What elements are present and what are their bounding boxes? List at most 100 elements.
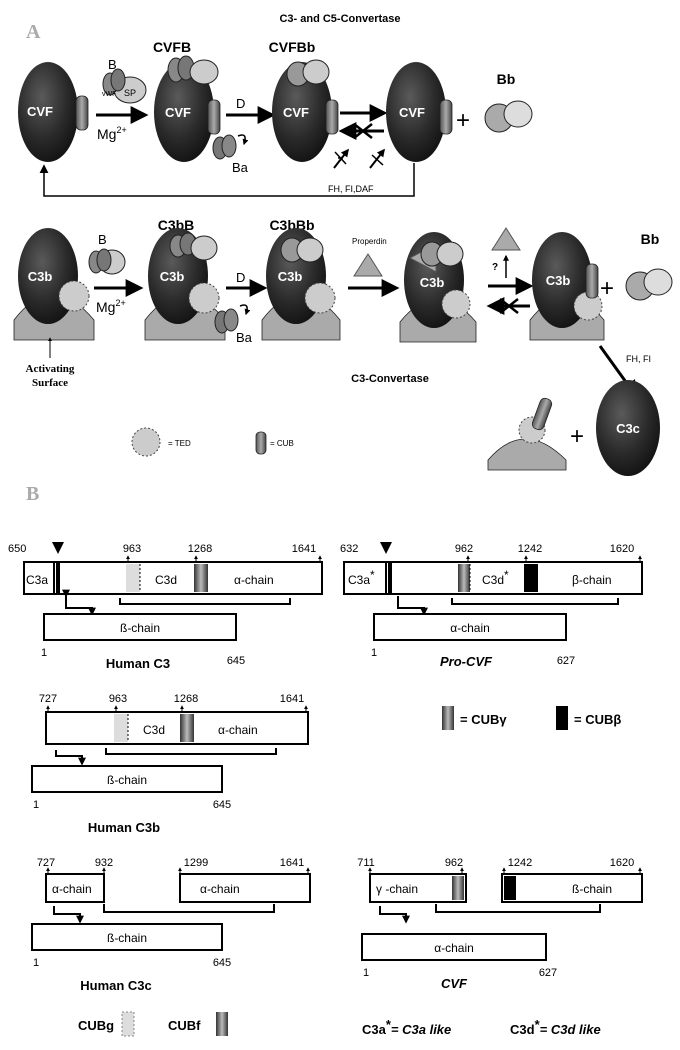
c3bbb-label: C3bBb (269, 217, 314, 233)
c3-convertase-complex: C3b (399, 232, 477, 343)
legend-ted: = TED (131, 427, 191, 457)
hc3-beta-label: ß-chain (120, 621, 160, 635)
cvf-beta-label: ß-chain (572, 882, 612, 896)
c3bb-label: C3bB (158, 217, 195, 233)
cvf-label-4: CVF (399, 105, 425, 120)
cvf-pos-627: 627 (539, 967, 557, 979)
cvfbb-complex: CVF (272, 59, 339, 162)
c3-convertase-label: C3-Convertase (351, 373, 429, 385)
ba-fragment-1: Ba (212, 134, 249, 175)
legend-cubg-label: CUBg (78, 1018, 114, 1033)
mg-label-2: Mg2+ (96, 298, 126, 315)
vwf-label: vWF (102, 91, 116, 98)
pcvf-alpha-label: α-chain (450, 621, 490, 635)
legend-cub-beta-label: = CUBβ (574, 712, 621, 727)
properdin-triangle-2 (491, 227, 521, 251)
hc3c-pos-1: 1 (33, 957, 39, 969)
cvf-gamma-chain-box (369, 873, 467, 903)
hc3c-alpha-box-2 (179, 873, 311, 903)
cvf-pos-1620: 1620 (610, 857, 634, 869)
cvf-label-1: CVF (27, 104, 53, 119)
activating-label: Activating (26, 363, 75, 375)
legend-cub-label: = CUB (270, 439, 294, 448)
pcvf-pos-632: 632 (340, 543, 358, 555)
factor-b-cluster: vWF SP B (102, 57, 147, 104)
block-mark-2 (499, 298, 519, 314)
hc3c-pos-645: 645 (213, 957, 231, 969)
regulators-bottom-label: FH, FI (626, 354, 651, 364)
c3b-molecule-1: C3b (13, 228, 95, 341)
c3b-label-2: C3b (160, 269, 185, 284)
c3b-label-3: C3b (278, 269, 303, 284)
c3c-label: C3c (616, 421, 640, 436)
hc3b-pos-645: 645 (213, 799, 231, 811)
cvfb-complex: CVF (154, 55, 221, 162)
hc3c-name: Human C3c (80, 978, 152, 993)
hc3c-beta-chain-box (31, 923, 223, 951)
plus-bottom: + (600, 275, 614, 302)
hc3b-pos-963: 963 (109, 693, 127, 705)
pcvf-beta-label: β-chain (572, 573, 612, 587)
cvf-beta-chain-box (501, 873, 643, 903)
c3b-label-4: C3b (420, 275, 445, 290)
cvf-label-2: CVF (165, 105, 191, 120)
hc3b-name: Human C3b (88, 820, 160, 835)
hc3b-beta-label: ß-chain (107, 773, 147, 787)
panel-a-letter: A (26, 21, 41, 43)
properdin-label: Properdin (352, 237, 387, 246)
panel-b-letter: B (26, 483, 39, 505)
cvf-pos-1242: 1242 (508, 857, 532, 869)
pcvf-pos-962: 962 (455, 543, 473, 555)
ba-label-1: Ba (232, 160, 249, 175)
pcvf-c3d-label: C3d* (482, 568, 509, 587)
hc3b-alpha-chain-box (45, 711, 309, 745)
legend-ted-label: = TED (168, 439, 191, 448)
hc3-pos-1641: 1641 (292, 543, 316, 555)
human-c3-diagram: 650 C3a C3d α-chain 963 1268 1641 ß-chai… (8, 542, 323, 671)
footnote-c3a: C3a*= C3a like (362, 1017, 451, 1037)
legend-cubf-label: CUBf (168, 1018, 201, 1033)
hc3-pos-1: 1 (41, 647, 47, 659)
human-c3b-diagram: 727 C3d α-chain 963 1268 1641 ß-chain 1 … (31, 693, 309, 835)
hc3c-alpha-label-1: α-chain (52, 882, 92, 896)
d-label-2: D (236, 270, 245, 285)
regulator-arrows-top (333, 148, 385, 169)
c3d-fragment (487, 397, 567, 471)
hc3-pos-963: 963 (123, 543, 141, 555)
c3c-molecule: C3c (596, 380, 660, 476)
surface-label: Surface (32, 377, 68, 389)
recycle-arrow (39, 163, 415, 197)
regulators-top-label: FH, FI,DAF (328, 184, 374, 194)
bb-fragment-top (484, 100, 533, 133)
hc3b-alpha-label: α-chain (218, 723, 258, 737)
bb-fragment-bottom (625, 268, 673, 301)
cvf-alpha-chain-box (361, 933, 547, 961)
hc3-alpha-label: α-chain (234, 573, 274, 587)
plus-top: + (456, 107, 470, 134)
pcvf-name: Pro-CVF (440, 654, 493, 669)
hc3b-pos-1641: 1641 (280, 693, 304, 705)
cvf-label-3: CVF (283, 105, 309, 120)
cvf-alpha-label: α-chain (434, 941, 474, 955)
c3bb-complex: C3b (144, 228, 226, 341)
hc3c-pos-727: 727 (37, 857, 55, 869)
cvfbb-label: CVFBb (269, 39, 316, 55)
hc3b-pos-1: 1 (33, 799, 39, 811)
cvf-pos-962: 962 (445, 857, 463, 869)
hc3-beta-chain-box (43, 613, 237, 641)
legend-cubg: CUBg (78, 1011, 135, 1037)
plus-c3c: + (570, 423, 584, 450)
pcvf-alpha-chain-box (373, 613, 567, 641)
pcvf-chain-box (343, 561, 643, 595)
cvf-gamma-label: γ -chain (376, 882, 418, 896)
human-c3c-diagram: 727 α-chain 932 α-chain 1299 1641 ß-chai… (31, 857, 311, 993)
hc3b-pos-1268: 1268 (174, 693, 198, 705)
pcvf-cleavage-marker (380, 542, 392, 554)
pro-cvf-diagram: 632 C3a* C3d* β-chain 962 1242 1620 α-ch… (340, 542, 643, 669)
mg-label-1: Mg2+ (97, 125, 127, 142)
legend-cub-gamma-label: = CUBγ (460, 712, 507, 727)
hc3-pos-650: 650 (8, 543, 26, 555)
ba-fragment-2: Ba (214, 304, 253, 345)
